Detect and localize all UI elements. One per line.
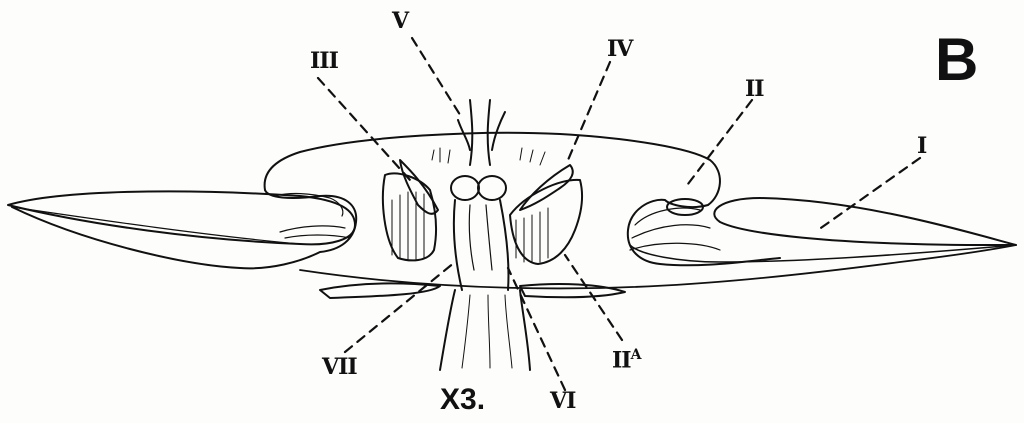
leader-IV <box>568 62 610 160</box>
label-VII: VII <box>322 356 357 378</box>
label-VI: VI <box>550 390 575 412</box>
leader-V <box>412 38 462 118</box>
magnification-label: X3. <box>440 385 485 415</box>
right-lobe <box>510 180 582 264</box>
label-III: III <box>310 50 338 72</box>
column-prongs <box>458 112 505 150</box>
crossbar-right <box>520 284 625 297</box>
leader-VI <box>508 268 565 390</box>
leader-III <box>318 78 410 180</box>
figure-letter: B <box>935 30 978 90</box>
column-knob-left <box>451 176 479 200</box>
crossbar-left <box>320 283 440 298</box>
label-IIA: IIA <box>612 348 640 371</box>
column-knob-right <box>478 176 506 200</box>
leader-VII <box>345 262 455 352</box>
label-I: I <box>917 135 926 157</box>
column-detail <box>469 205 492 270</box>
lower-edge <box>300 245 1016 288</box>
label-V: V <box>392 10 408 32</box>
stem-inner-1 <box>462 295 470 368</box>
right-wing <box>714 198 1016 245</box>
left-flap <box>400 160 438 214</box>
label-IIA-main: II <box>612 347 631 373</box>
stem-left <box>440 290 455 370</box>
leader-II <box>688 100 752 184</box>
right-wing-lower <box>630 245 1016 262</box>
central-body-left <box>12 190 356 268</box>
label-II: II <box>745 78 764 100</box>
stem-inner-3 <box>505 295 512 368</box>
column-body <box>454 200 509 290</box>
left-lobe-shade <box>392 192 424 260</box>
right-lobe-shade <box>516 208 548 263</box>
stem-inner-2 <box>488 295 490 368</box>
label-IIA-superscript: A <box>631 347 641 363</box>
leader-I <box>818 158 920 230</box>
left-curl-shade <box>280 226 350 238</box>
label-IV: IV <box>607 38 632 60</box>
left-wing <box>8 191 355 244</box>
